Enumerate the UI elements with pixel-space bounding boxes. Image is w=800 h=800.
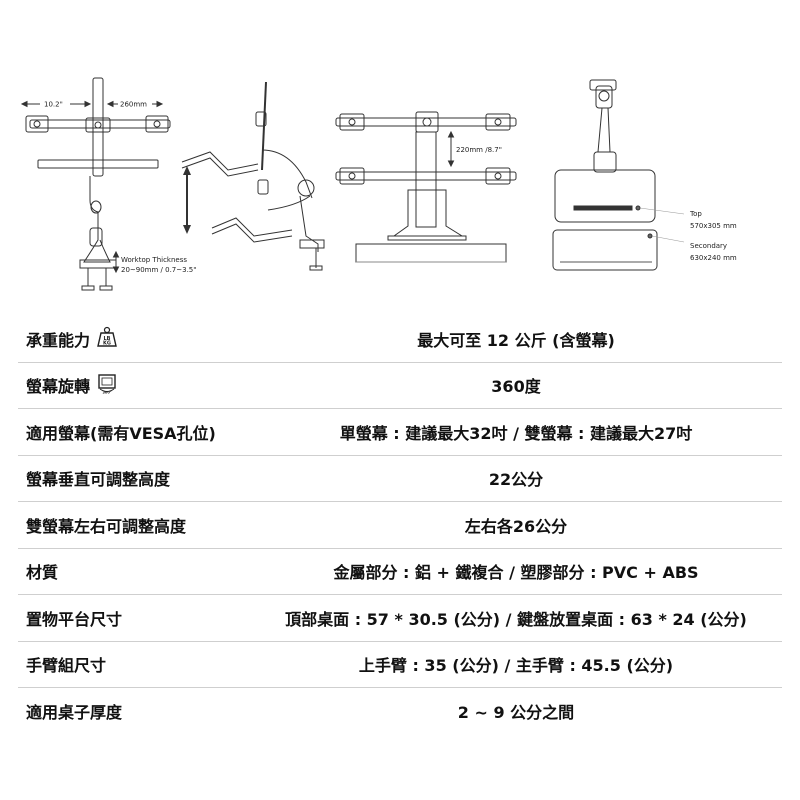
spec-value: 2 ~ 9 公分之間 [457, 702, 575, 722]
spec-table: 承重能力 LB KG 最大可至 12 公斤 (含螢幕) 螢幕旋轉 360° [18, 316, 782, 734]
worktop-thickness-value: 20~90mm / 0.7~3.5" [121, 266, 196, 274]
spec-value: 360度 [491, 377, 541, 397]
spec-value: 單螢幕 : 建議最大32吋 / 雙螢幕 : 建議最大27吋 [339, 423, 693, 443]
spec-label: 螢幕垂直可調整高度 [26, 466, 170, 490]
spec-row: 適用桌子厚度 2 ~ 9 公分之間 [18, 688, 782, 734]
spec-value: 最大可至 12 公斤 (含螢幕) [417, 330, 615, 350]
spec-label: 雙螢幕左右可調整高度 [26, 513, 186, 537]
spec-row: 螢幕垂直可調整高度 22公分 [18, 456, 782, 502]
spec-label: 置物平台尺寸 [26, 606, 122, 630]
spec-label-text: 材質 [26, 563, 59, 583]
shelf-view-diagram [552, 79, 685, 271]
dimension-right-label: 260mm [120, 101, 147, 109]
top-shelf-label: Top [689, 210, 702, 218]
side-view-diagram [181, 81, 325, 271]
svg-text:LB: LB [104, 336, 111, 342]
spec-row: 螢幕旋轉 360° 360度 [18, 363, 782, 409]
rotation-icon: 360° [96, 372, 118, 398]
spec-label-text: 承重能力 [26, 330, 91, 350]
spec-label-text: 適用螢幕(需有VESA孔位) [26, 423, 216, 443]
vertical-gap-label: 220mm /8.7" [456, 146, 502, 154]
spec-label: 適用螢幕(需有VESA孔位) [26, 420, 216, 444]
spec-row: 手臂組尺寸 上手臂 : 35 (公分) / 主手臂 : 45.5 (公分) [18, 642, 782, 688]
spec-label-text: 適用桌子厚度 [26, 702, 123, 722]
spec-label: 承重能力 LB KG [26, 326, 118, 352]
spec-value: 22公分 [488, 470, 544, 490]
front-view-diagram [20, 77, 171, 291]
spec-row: 材質 金屬部分 : 鋁 + 鐵複合 / 塑膠部分 : PVC + ABS [18, 549, 782, 595]
svg-text:KG: KG [103, 340, 111, 346]
dimension-left-label: 10.2" [44, 101, 63, 109]
spec-label-text: 手臂組尺寸 [26, 656, 107, 676]
top-shelf-size: 570x305 mm [690, 222, 737, 230]
worktop-thickness-label: Worktop Thickness [121, 256, 187, 264]
spec-value: 上手臂 : 35 (公分) / 主手臂 : 45.5 (公分) [358, 656, 674, 676]
product-diagrams: 10.2" 260mm Worktop Thickness 20~90mm / … [20, 77, 737, 291]
spec-label-text: 雙螢幕左右可調整高度 [26, 516, 187, 536]
secondary-shelf-label: Secondary [690, 242, 727, 250]
spec-label: 適用桌子厚度 [26, 699, 122, 723]
spec-row: 承重能力 LB KG 最大可至 12 公斤 (含螢幕) [18, 316, 782, 363]
spec-label: 螢幕旋轉 360° [26, 372, 118, 398]
spec-row: 雙螢幕左右可調整高度 左右各26公分 [18, 502, 782, 549]
weight-icon: LB KG [96, 326, 118, 352]
spec-label-text: 螢幕旋轉 [26, 377, 91, 397]
spec-label-text: 螢幕垂直可調整高度 [26, 470, 171, 490]
svg-text:360°: 360° [102, 391, 111, 395]
spec-label: 手臂組尺寸 [26, 652, 106, 676]
spec-label: 材質 [26, 559, 58, 583]
spec-value: 左右各26公分 [464, 516, 568, 536]
spec-label-text: 置物平台尺寸 [26, 609, 123, 629]
spec-row: 適用螢幕(需有VESA孔位) 單螢幕 : 建議最大32吋 / 雙螢幕 : 建議最… [18, 409, 782, 456]
spec-row: 置物平台尺寸 頂部桌面 : 57 * 30.5 (公分) / 鍵盤放置桌面 : … [18, 595, 782, 642]
secondary-shelf-size: 630x240 mm [690, 254, 737, 262]
spec-value: 頂部桌面 : 57 * 30.5 (公分) / 鍵盤放置桌面 : 63 * 24… [285, 609, 747, 629]
dual-stack-diagram [335, 111, 517, 263]
spec-value: 金屬部分 : 鋁 + 鐵複合 / 塑膠部分 : PVC + ABS [333, 563, 699, 583]
